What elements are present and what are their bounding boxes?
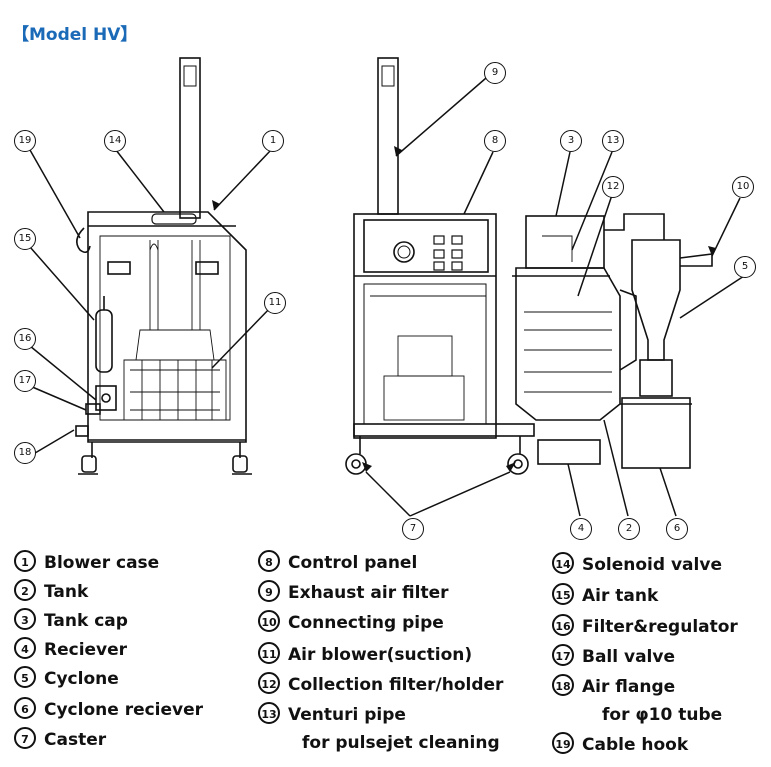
legend-number: 19 <box>552 732 574 754</box>
legend-item: 2 Tank <box>14 579 89 603</box>
legend-number: 12 <box>258 672 280 694</box>
legend-number: 4 <box>14 637 36 659</box>
legend-text: Caster <box>44 730 107 750</box>
callout-14: 14 <box>104 130 126 152</box>
legend-number: 10 <box>258 610 280 632</box>
legend-number: 16 <box>552 614 574 636</box>
legend-number: 15 <box>552 583 574 605</box>
legend-text: Reciever <box>44 640 128 660</box>
legend-item: 5 Cyclone <box>14 666 119 690</box>
legend-number: 9 <box>258 580 280 602</box>
legend-item: 13 Venturi pipe <box>258 702 406 726</box>
callout-12: 12 <box>602 176 624 198</box>
front-view <box>75 57 252 475</box>
legend-item: 3 Tank cap <box>14 608 128 632</box>
legend-number: 7 <box>14 727 36 749</box>
legend-text: Cable hook <box>582 735 689 755</box>
legend-text: Air flange <box>582 677 676 697</box>
legend-text: Solenoid valve <box>582 555 722 575</box>
callout-13: 13 <box>602 130 624 152</box>
callout-4: 4 <box>570 518 592 540</box>
callout-10: 10 <box>732 176 754 198</box>
legend-text: Tank cap <box>44 611 128 631</box>
legend-item: 6 Cyclone reciever <box>14 697 204 721</box>
legend-item: 4 Reciever <box>14 637 128 661</box>
callout-15: 15 <box>14 228 36 250</box>
legend-item: 17 Ball valve <box>552 644 675 668</box>
legend-item: 12 Collection filter/holder <box>258 672 504 696</box>
legend-item: 16 Filter&regulator <box>552 614 738 638</box>
callout-1: 1 <box>262 130 284 152</box>
legend-text: Filter&regulator <box>582 617 738 637</box>
legend-number: 2 <box>14 579 36 601</box>
callout-19: 19 <box>14 130 36 152</box>
legend-number: 1 <box>14 550 36 572</box>
side-view <box>345 57 713 475</box>
legend-text: Blower case <box>44 553 160 573</box>
callout-3: 3 <box>560 130 582 152</box>
legend-number: 6 <box>14 697 36 719</box>
legend-item: 15 Air tank <box>552 583 659 607</box>
callout-17: 17 <box>14 370 36 392</box>
legend-number: 17 <box>552 644 574 666</box>
legend-item: 18 Air flange <box>552 674 676 698</box>
legend-text: Venturi pipe <box>288 705 406 725</box>
callout-9: 9 <box>484 62 506 84</box>
callout-6: 6 <box>666 518 688 540</box>
legend-text: Control panel <box>288 553 418 573</box>
callout-2: 2 <box>618 518 640 540</box>
legend-item: 10 Connecting pipe <box>258 610 444 634</box>
callout-11: 11 <box>264 292 286 314</box>
page-title: 【Model HV】 <box>12 25 138 45</box>
callout-5: 5 <box>734 256 756 278</box>
legend-item: 14 Solenoid valve <box>552 552 722 576</box>
legend-text: Connecting pipe <box>288 613 444 633</box>
machine-drawing <box>29 57 745 517</box>
legend-text: Cyclone reciever <box>44 700 204 720</box>
legend-text: Collection filter/holder <box>288 675 504 695</box>
callout-18: 18 <box>14 442 36 464</box>
legend-item: 11 Air blower(suction) <box>258 642 473 666</box>
legend-number: 13 <box>258 702 280 724</box>
legend-number: 11 <box>258 642 280 664</box>
legend-text: Tank <box>44 582 89 602</box>
legend-text: Air blower(suction) <box>288 645 473 665</box>
legend-number: 14 <box>552 552 574 574</box>
legend-item: 8 Control panel <box>258 550 418 574</box>
legend-number: 5 <box>14 666 36 688</box>
callout-16: 16 <box>14 328 36 350</box>
legend-number: 3 <box>14 608 36 630</box>
legend-text: Ball valve <box>582 647 675 667</box>
legend-item: 9 Exhaust air filter <box>258 580 449 604</box>
legend-number: 18 <box>552 674 574 696</box>
legend-continuation: for pulsejet cleaning <box>302 733 500 753</box>
legend-number: 8 <box>258 550 280 572</box>
legend-continuation: for φ10 tube <box>602 705 723 725</box>
legend-text: Air tank <box>582 586 659 606</box>
legend-item: 7 Caster <box>14 727 107 751</box>
callout-8: 8 <box>484 130 506 152</box>
legend-item: 19 Cable hook <box>552 732 689 756</box>
legend-item: 1 Blower case <box>14 550 160 574</box>
callout-7: 7 <box>402 518 424 540</box>
legend-text: Cyclone <box>44 669 119 689</box>
legend-text: Exhaust air filter <box>288 583 449 603</box>
